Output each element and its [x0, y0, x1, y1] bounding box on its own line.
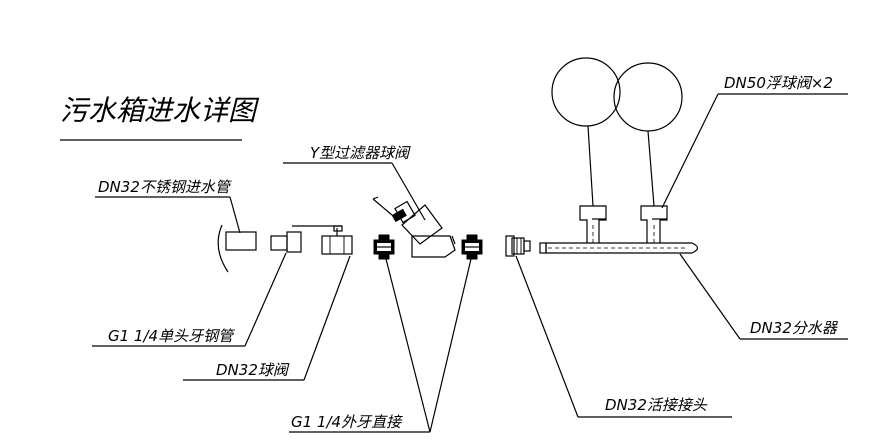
label-male-coupling: G1 1/4外牙直接 [291, 413, 403, 431]
label-y-strainer: Y型过滤器球阀 [310, 144, 411, 162]
label-float-valve: DN50浮球阀×2 [724, 74, 833, 92]
float-ball-left-symbol [551, 57, 621, 207]
ball-valve-symbol [292, 225, 353, 255]
inlet-pipe-symbol [217, 224, 257, 273]
label-ball-valve: DN32球阀 [216, 361, 290, 379]
union-joint-symbol [505, 235, 531, 257]
label-union: DN32活接接头 [605, 396, 708, 414]
float-ball-right-symbol [613, 62, 683, 207]
label-inlet-pipe: DN32不锈钢进水管 [98, 178, 232, 196]
male-coupling-left-symbol [373, 234, 395, 260]
y-strainer-valve-symbol [372, 196, 456, 258]
label-manifold: DN32分水器 [750, 319, 839, 337]
steel-pipe-symbol [270, 231, 302, 253]
male-coupling-right-symbol [461, 234, 483, 260]
drawing-title: 污水箱进水详图 [60, 94, 260, 127]
leader-lines [92, 93, 848, 433]
label-steel-pipe: G1 1/4单头牙钢管 [108, 327, 235, 345]
manifold-symbol [539, 205, 699, 254]
